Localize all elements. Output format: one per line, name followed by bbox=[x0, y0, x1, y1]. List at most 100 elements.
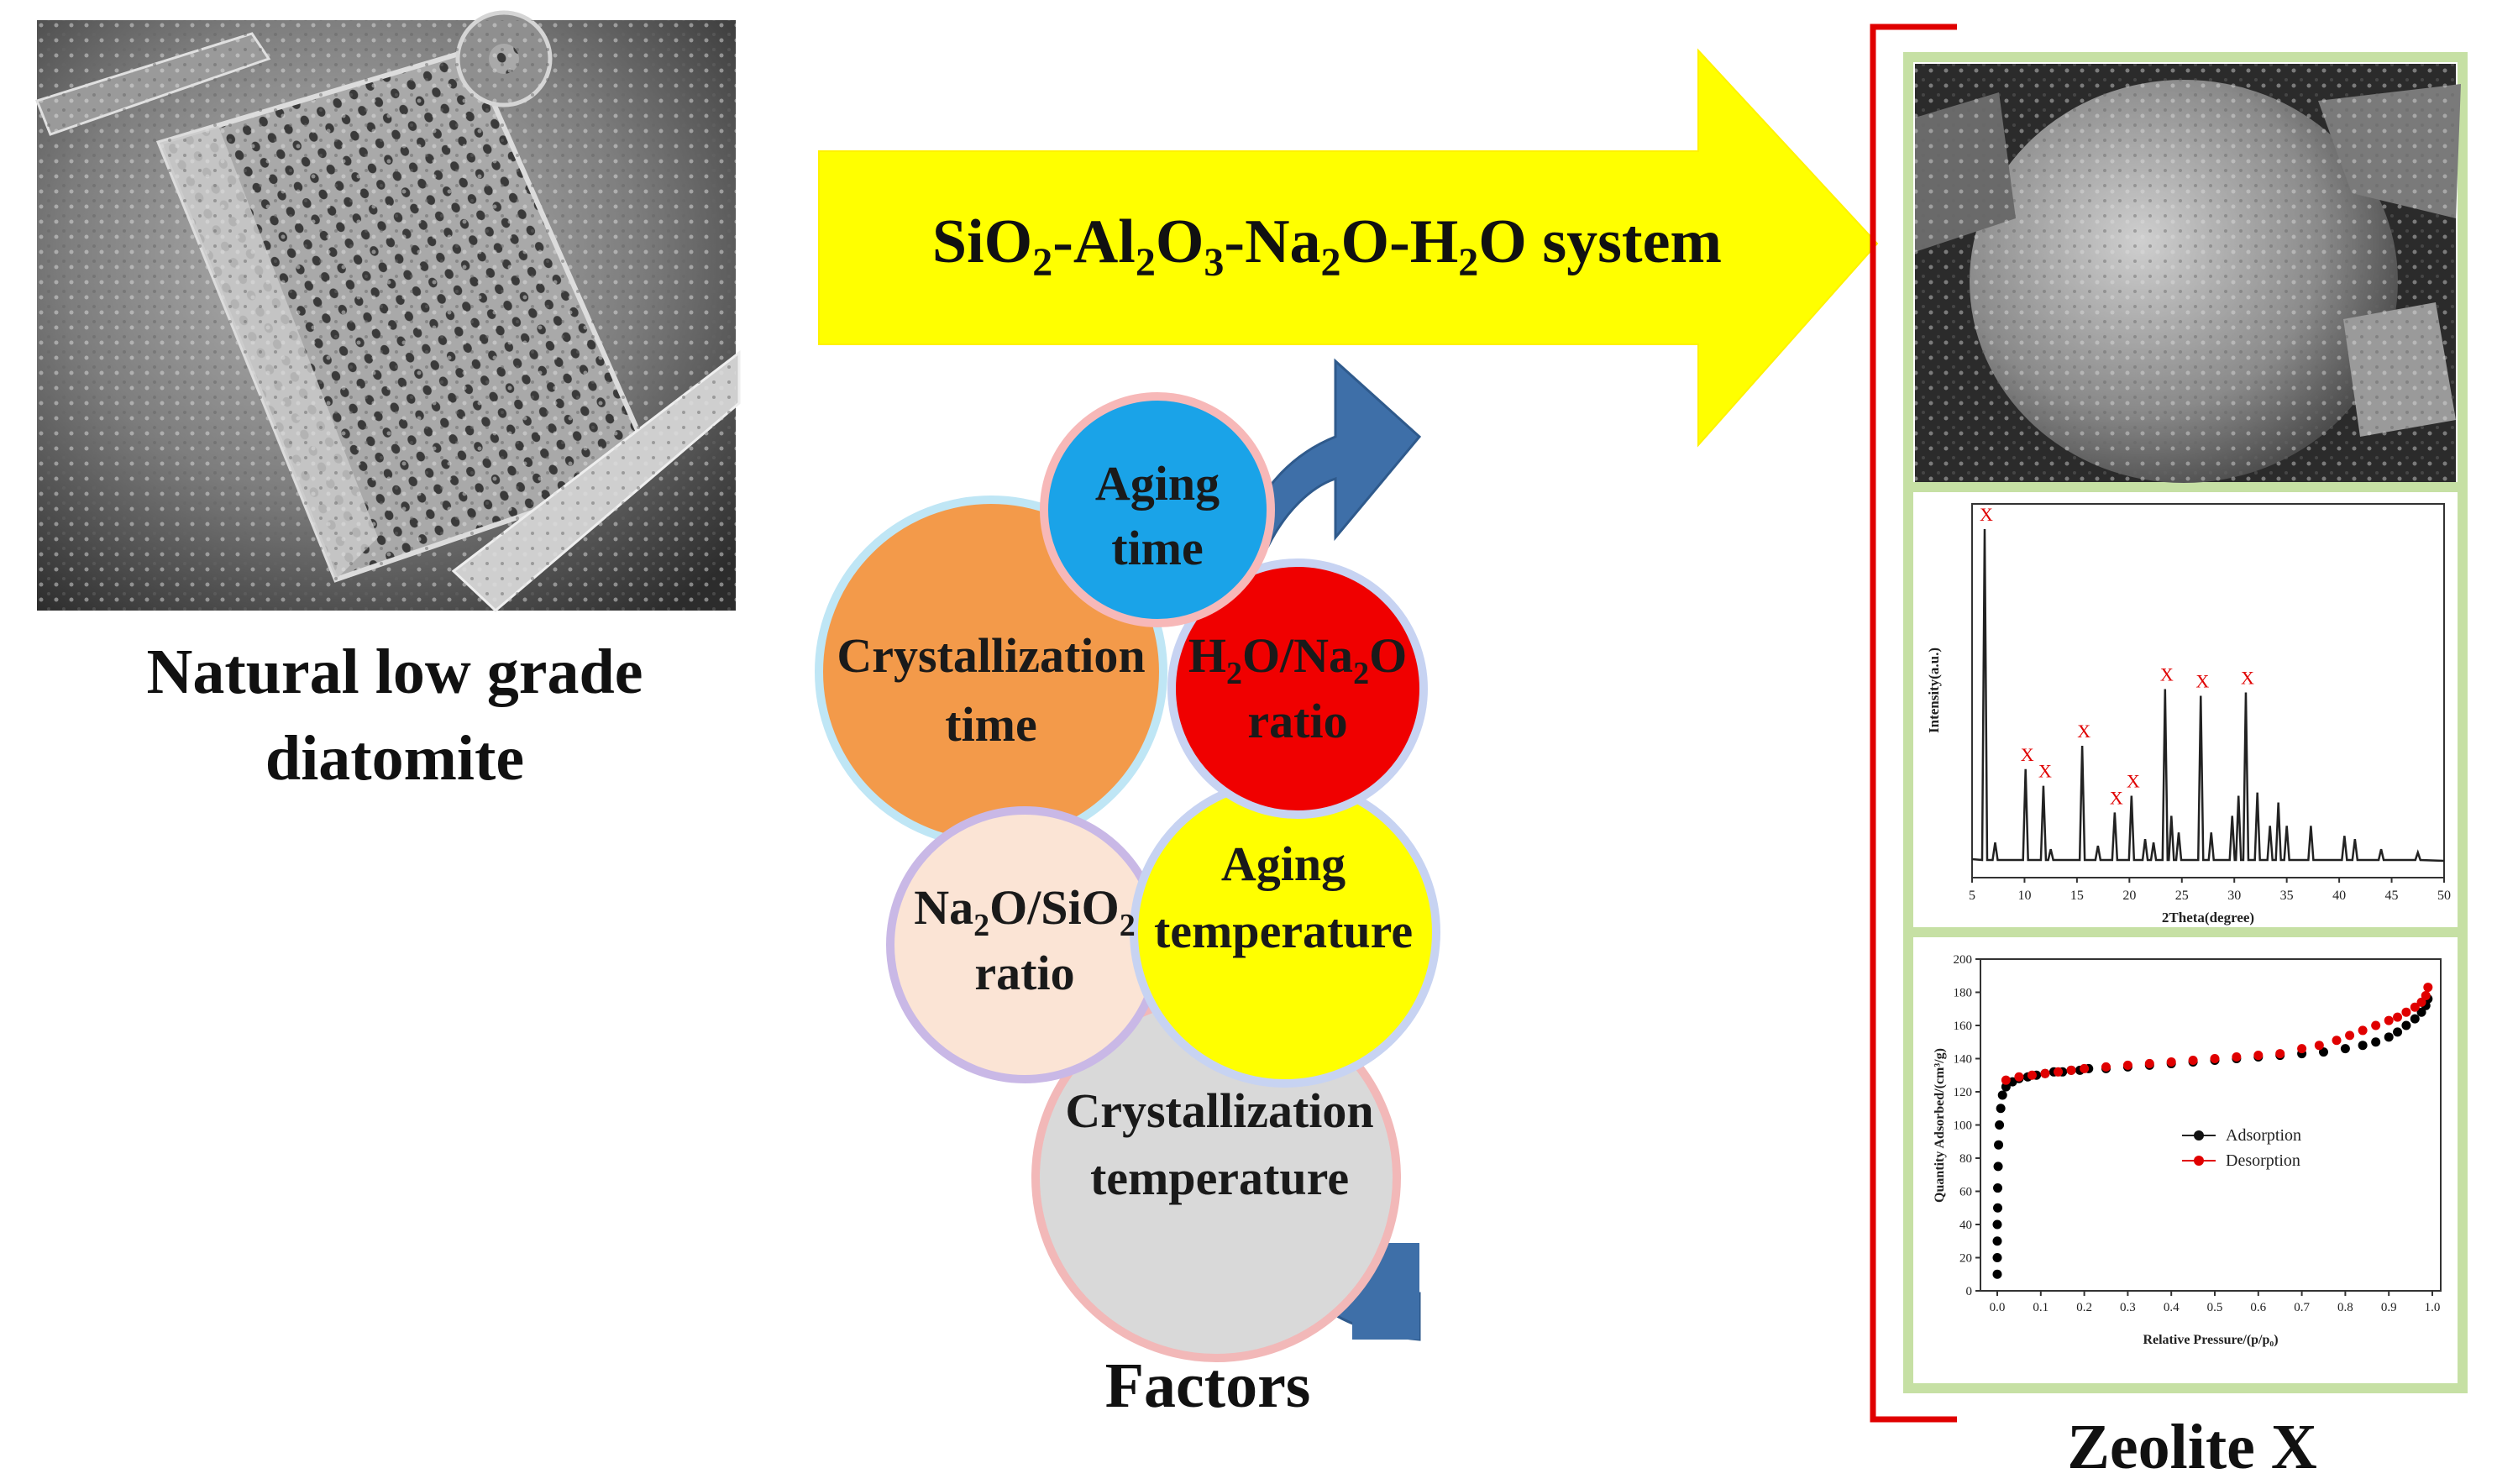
factor-h2o-na2o-line1: H2O/Na2O bbox=[1188, 628, 1407, 691]
isotherm-ytick-label: 60 bbox=[1959, 1186, 1972, 1199]
desorption-point bbox=[2080, 1063, 2090, 1073]
xrd-peak-marker: X bbox=[2160, 664, 2174, 685]
adsorption-point bbox=[1992, 1253, 2002, 1262]
desorption-point bbox=[2421, 990, 2431, 1000]
legend-adsorption-marker bbox=[2194, 1130, 2204, 1141]
desorption-point bbox=[2314, 1041, 2324, 1051]
isotherm-xtick-label: 0.1 bbox=[2033, 1301, 2048, 1314]
adsorption-point bbox=[2358, 1041, 2368, 1051]
xrd-tick-label: 15 bbox=[2070, 889, 2084, 903]
xrd-peak-marker: X bbox=[2110, 787, 2123, 808]
factors-title: Factors bbox=[1105, 1350, 1311, 1421]
xrd-tick-label: 40 bbox=[2332, 889, 2346, 903]
adsorption-point bbox=[1993, 1183, 2003, 1193]
adsorption-point bbox=[2340, 1044, 2350, 1054]
adsorption-point bbox=[1992, 1236, 2002, 1246]
zeolite-sem-image bbox=[1915, 64, 2461, 483]
isotherm-xtick-label: 0.8 bbox=[2337, 1301, 2353, 1314]
isotherm-ytick-label: 200 bbox=[1954, 953, 1973, 967]
xrd-tick-label: 20 bbox=[2122, 889, 2136, 903]
isotherm-legend: Adsorption Desorption bbox=[2182, 1126, 2301, 1170]
isotherm-xlabel: Relative Pressure/(p/p₀) bbox=[2143, 1333, 2278, 1347]
isotherm-xtick-label: 0.6 bbox=[2250, 1301, 2266, 1314]
isotherm-ytick-label: 120 bbox=[1954, 1086, 1973, 1099]
factor-aging-time-line2: time bbox=[1111, 521, 1204, 575]
desorption-point bbox=[2144, 1058, 2154, 1068]
desorption-point bbox=[2393, 1012, 2403, 1022]
desorption-point bbox=[2297, 1044, 2307, 1054]
xrd-xlabel: 2Theta(degree) bbox=[2162, 910, 2254, 926]
diatomite-caption-line2: diatomite bbox=[265, 723, 524, 794]
xrd-peak-marker: X bbox=[1980, 504, 1993, 525]
xrd-plot-frame bbox=[1971, 503, 2445, 878]
factor-h2o-na2o-circle bbox=[1167, 558, 1428, 819]
adsorption-point bbox=[1993, 1203, 2003, 1213]
desorption-point bbox=[2014, 1072, 2024, 1082]
isotherm-xtick-label: 0.5 bbox=[2207, 1301, 2223, 1314]
isotherm-ytick-label: 80 bbox=[1959, 1152, 1972, 1166]
system-arrow bbox=[818, 48, 1879, 448]
desorption-point bbox=[2253, 1051, 2264, 1061]
xrd-peak-marker: X bbox=[2038, 761, 2052, 782]
factor-aging-time-circle bbox=[1040, 392, 1275, 627]
desorption-point bbox=[2210, 1054, 2220, 1063]
diatomite-caption-line1: Natural low grade bbox=[146, 637, 643, 707]
adsorption-point bbox=[2371, 1037, 2381, 1047]
isotherm-ytick-label: 20 bbox=[1959, 1252, 1972, 1266]
xrd-tick-label: 10 bbox=[2017, 889, 2031, 903]
adsorption-point bbox=[1995, 1120, 2005, 1130]
xrd-peak-marker: X bbox=[2127, 771, 2140, 792]
legend-desorption-marker bbox=[2194, 1156, 2204, 1166]
isotherm-xtick-label: 0.9 bbox=[2381, 1301, 2397, 1314]
factor-aging-temperature-line2: temperature bbox=[1154, 904, 1413, 958]
desorption-point bbox=[2027, 1070, 2037, 1080]
desorption-point bbox=[2332, 1036, 2342, 1046]
adsorption-point bbox=[1996, 1104, 2006, 1114]
xrd-tick-label: 50 bbox=[2437, 889, 2451, 903]
desorption-point bbox=[2232, 1052, 2242, 1062]
xrd-tick-label: 5 bbox=[1969, 889, 1975, 903]
adsorption-point bbox=[2001, 1082, 2011, 1092]
legend-desorption-label: Desorption bbox=[2226, 1151, 2300, 1170]
factor-na2o-sio2-line2: ratio bbox=[974, 946, 1074, 1000]
isotherm-ytick-label: 140 bbox=[1954, 1053, 1973, 1067]
xrd-tick-label: 35 bbox=[2280, 889, 2294, 903]
desorption-point bbox=[2166, 1057, 2176, 1067]
isotherm-ytick-label: 180 bbox=[1954, 987, 1973, 1000]
adsorption-point bbox=[1997, 1090, 2007, 1100]
xrd-tick-label: 45 bbox=[2385, 889, 2399, 903]
xrd-peak-marker: X bbox=[2077, 721, 2090, 742]
isotherm-xtick-label: 0.0 bbox=[1990, 1301, 2006, 1314]
legend-adsorption-label: Adsorption bbox=[2226, 1126, 2301, 1145]
factor-crystallization-time-line2: time bbox=[945, 697, 1037, 752]
isotherm-xtick-label: 1.0 bbox=[2425, 1301, 2441, 1314]
adsorption-point bbox=[2410, 1014, 2420, 1024]
factor-na2o-sio2-circle bbox=[886, 806, 1163, 1083]
isotherm-ytick-label: 160 bbox=[1954, 1020, 1973, 1033]
factor-crystallization-time-line1: Crystallization bbox=[837, 628, 1145, 683]
desorption-point bbox=[2040, 1068, 2050, 1078]
factor-aging-temperature-line1: Aging bbox=[1221, 836, 1346, 891]
xrd-peak-marker: X bbox=[2241, 668, 2254, 689]
isotherm-xtick-label: 0.3 bbox=[2120, 1301, 2136, 1314]
isotherm-xtick-label: 0.2 bbox=[2076, 1301, 2092, 1314]
adsorption-point bbox=[2319, 1047, 2328, 1057]
xrd-tick-label: 25 bbox=[2175, 889, 2189, 903]
isotherm-ytick-label: 100 bbox=[1954, 1120, 1973, 1133]
system-label: SiO2-Al2O3-Na2O-H2O system bbox=[932, 207, 1722, 285]
adsorption-point bbox=[1992, 1269, 2002, 1279]
isotherm-ylabel: Quantity Adsorbed/(cm³/g) bbox=[1933, 1048, 1947, 1203]
red-bracket bbox=[1870, 24, 1957, 1423]
desorption-point bbox=[2371, 1020, 2381, 1030]
adsorption-point bbox=[2393, 1027, 2403, 1037]
xrd-tick-label: 30 bbox=[2227, 889, 2241, 903]
isotherm-xtick-label: 0.7 bbox=[2294, 1301, 2310, 1314]
factor-na2o-sio2-line1: Na2O/SiO2 bbox=[914, 880, 1136, 943]
desorption-point bbox=[2122, 1060, 2132, 1070]
factor-aging-time-line1: Aging bbox=[1095, 456, 1220, 511]
isotherm-ytick-label: 0 bbox=[1966, 1285, 1973, 1298]
desorption-point bbox=[2066, 1065, 2076, 1075]
desorption-point bbox=[2345, 1030, 2355, 1041]
